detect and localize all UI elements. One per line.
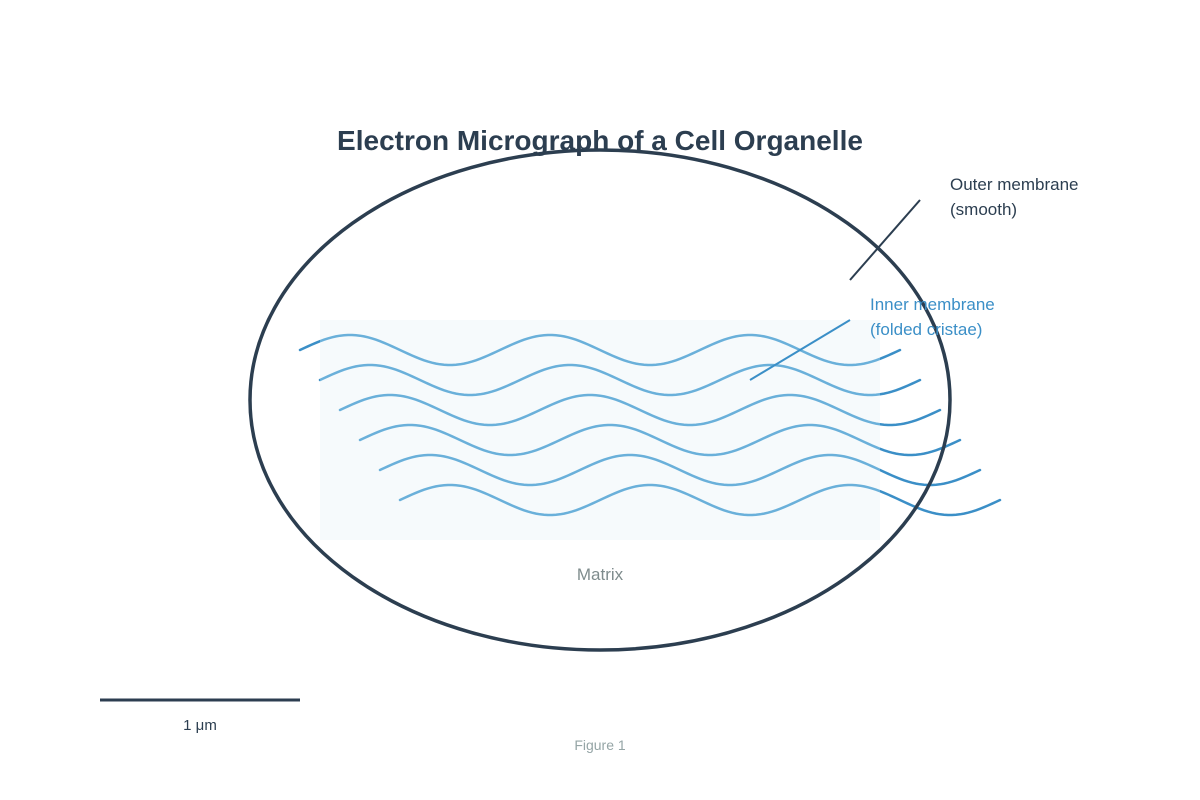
- inner-membrane-cristae: [298, 333, 1002, 517]
- outer-membrane-label-line1: Outer membrane: [950, 175, 1079, 194]
- outer-membrane: [248, 148, 952, 652]
- scale-bar-label: 1 μm: [183, 717, 217, 734]
- crista-fold-6: [398, 483, 880, 517]
- figure-caption: Figure 1: [574, 737, 626, 753]
- outer-membrane-leader-line: [849, 199, 921, 281]
- inner-membrane-label-line1: Inner membrane: [870, 295, 995, 314]
- crista-fold-2: [320, 363, 880, 397]
- crista-fold-3: [338, 393, 880, 427]
- outer-membrane-label-line2: (smooth): [950, 200, 1017, 219]
- crista-fold-5: [378, 453, 880, 487]
- crista-fold-4: [358, 423, 880, 457]
- matrix-label: Matrix: [577, 565, 624, 584]
- inner-membrane-leader-line: [749, 319, 851, 381]
- inner-membrane-label-line2: (folded cristae): [870, 320, 982, 339]
